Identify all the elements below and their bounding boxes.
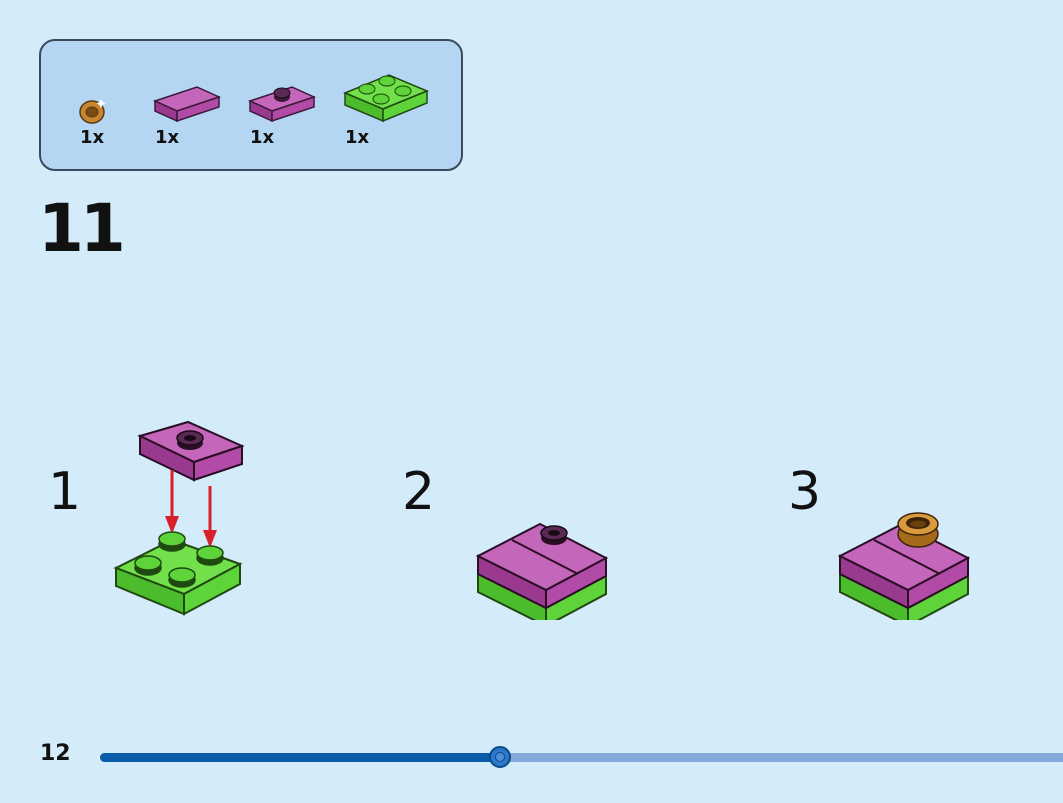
parts-list-box: 1x 1x 1x 1x xyxy=(39,39,463,171)
part-qty-1: 1x xyxy=(80,127,105,148)
green-plate-2x2-icon xyxy=(343,74,429,123)
sub-step-1-illustration xyxy=(113,420,245,616)
sub-step-2-illustration xyxy=(475,522,609,620)
step-number: 11 xyxy=(38,190,126,267)
part-qty-3: 1x xyxy=(250,127,275,148)
page-number: 12 xyxy=(40,741,71,766)
magenta-plate-icon xyxy=(152,86,222,123)
progress-bar-fill xyxy=(100,753,500,762)
sub-step-label-2: 2 xyxy=(402,462,436,522)
part-qty-4: 1x xyxy=(345,127,370,148)
gold-ring-piece-icon xyxy=(79,99,106,124)
sub-step-label-3: 3 xyxy=(788,462,822,522)
sub-step-3-illustration xyxy=(837,512,971,620)
magenta-jumper-plate-icon xyxy=(247,86,317,123)
sub-step-label-1: 1 xyxy=(48,462,82,522)
part-qty-2: 1x xyxy=(155,127,180,148)
down-arrow-icon xyxy=(165,470,217,548)
progress-bar[interactable] xyxy=(100,746,1063,768)
progress-bar-handle[interactable] xyxy=(489,746,511,768)
